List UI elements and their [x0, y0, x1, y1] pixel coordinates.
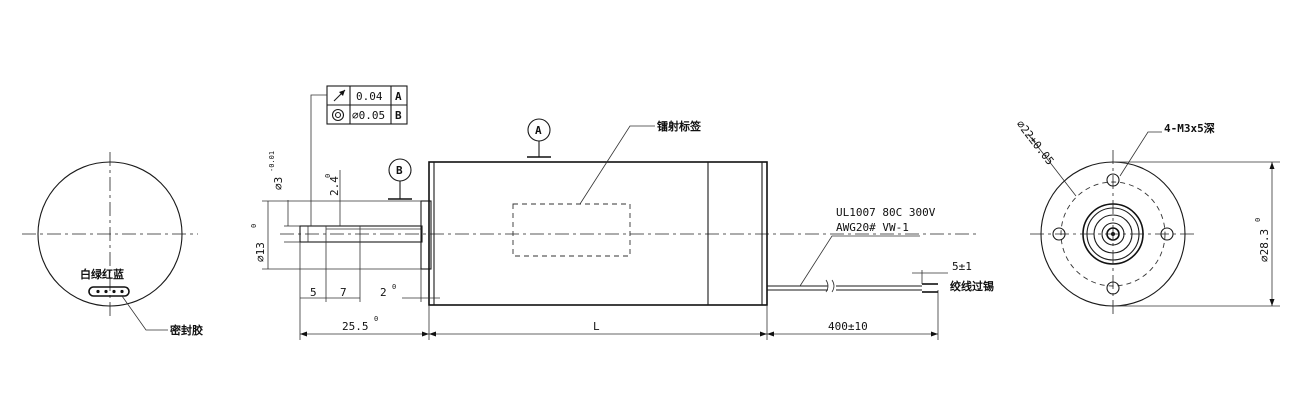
- outer-dia-tol: 0: [1254, 218, 1262, 222]
- motor-body: [428, 161, 768, 306]
- tolerance-frame: 0.04 A ∅0.05 B: [310, 85, 408, 226]
- dim-boss-dia-tol: 0: [250, 224, 258, 228]
- dim-shaft-length-tol: 0: [374, 315, 378, 323]
- holes-callout: 4-M3x5深: [1164, 121, 1215, 135]
- laser-label-area: [512, 203, 631, 257]
- right-end-view: ∅22±0.05 4-M3x5深 ∅28.3 0: [1014, 118, 1280, 318]
- strip-length: 5±1: [952, 260, 972, 273]
- dim-5: 5: [310, 286, 317, 299]
- left-end-view: 白绿红蓝 密封胶: [22, 152, 203, 337]
- bolt-circle-leader: [1027, 133, 1077, 197]
- tol-leader: [310, 94, 327, 226]
- dim-2-tol: 0: [392, 283, 396, 291]
- dim-shaft-dia: ∅3: [272, 177, 285, 190]
- datum-b-letter: B: [396, 164, 403, 177]
- strip-note: 绞线过锡: [950, 279, 994, 293]
- tol-row2-datum: B: [395, 109, 402, 122]
- holes-leader: [1119, 131, 1162, 177]
- wire-spec-leader: [799, 235, 920, 287]
- dim-body-length: L: [593, 320, 600, 333]
- seal-label: 密封胶: [170, 323, 203, 337]
- datum-a-letter: A: [535, 124, 542, 137]
- dim-2: 2: [380, 286, 387, 299]
- wire-dots: [96, 289, 124, 294]
- seal-leader-line: [121, 295, 168, 331]
- side-view: 镭射标签 A B 0.04 A ∅0.05 B: [250, 85, 994, 340]
- dim-boss-dia: ∅13: [254, 242, 267, 262]
- laser-label-text: 镭射标签: [657, 119, 702, 133]
- dim-lead-length: 400±10: [828, 320, 868, 333]
- wire-spec-line1: UL1007 80C 300V: [836, 206, 936, 219]
- dim-shaft-dia-tol: -0.01: [268, 151, 276, 172]
- wire-break-symbol: [825, 279, 835, 293]
- outer-dia-dim: ∅28.3: [1258, 229, 1271, 262]
- concentricity-icon: [331, 108, 345, 122]
- bolt-circle-dim: ∅22±0.05: [1014, 118, 1057, 168]
- dim-flat-tol: 0: [324, 174, 332, 178]
- front-boss: [420, 200, 432, 270]
- dim-shaft-length: 25.5: [342, 320, 369, 333]
- motor-shaft: [299, 225, 423, 243]
- tol-row1-datum: A: [395, 90, 402, 103]
- tol-row1-value: 0.04: [356, 90, 383, 103]
- wire-exit-seal: [88, 286, 130, 297]
- laser-label-leader: [579, 125, 655, 205]
- wire-spec-line2: AWG20# VW-1: [836, 221, 909, 234]
- dim-7: 7: [340, 286, 347, 299]
- dim-flat: 2.4: [328, 176, 341, 196]
- wire-colors-label: 白绿红蓝: [80, 267, 124, 281]
- tol-row2-value: ∅0.05: [352, 109, 385, 122]
